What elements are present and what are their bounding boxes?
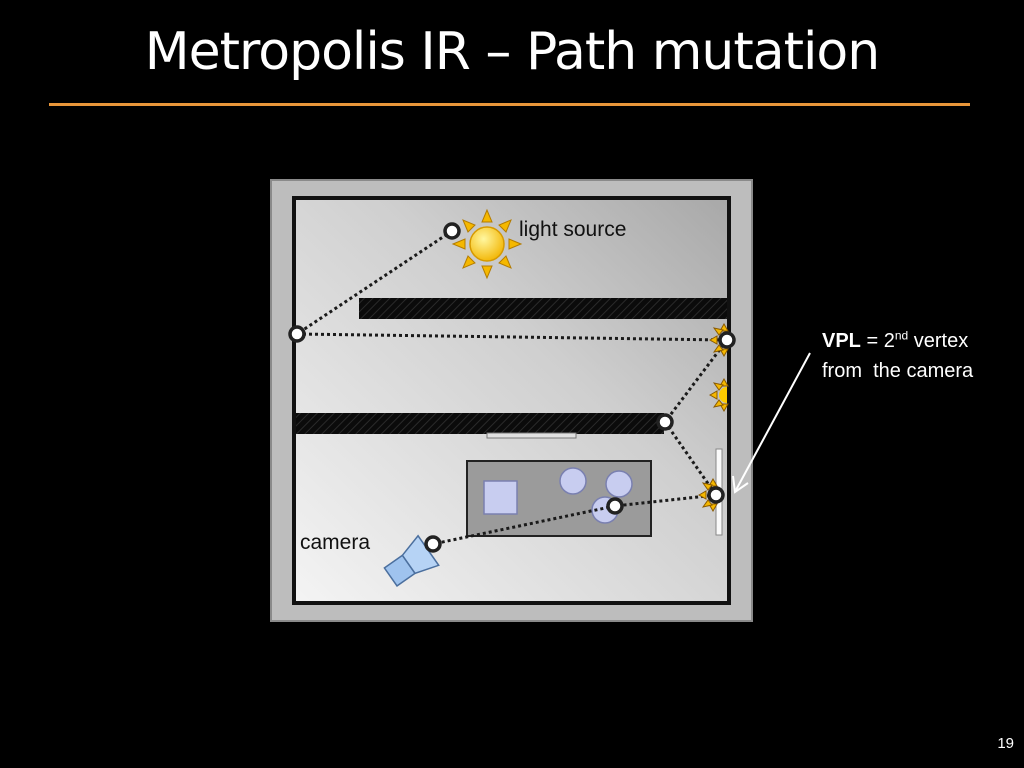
sun-icon xyxy=(451,208,523,280)
vpl-annotation: VPL = 2nd vertex from the camera xyxy=(822,326,973,386)
vpl-sun-icon-2 xyxy=(708,377,729,413)
vpl-equals: = 2 xyxy=(860,330,895,352)
vpl-vertex: vertex xyxy=(908,330,969,352)
vpl-term: VPL xyxy=(822,330,861,352)
vertex-middle-wall xyxy=(656,413,674,431)
vertex-vpl xyxy=(707,486,725,504)
upper-wall xyxy=(359,298,727,319)
cube-object xyxy=(483,480,518,515)
slide-title: Metropolis IR – Path mutation xyxy=(144,22,880,82)
vertex-camera xyxy=(424,535,442,553)
sphere-object-2 xyxy=(605,470,633,498)
vertex-sphere xyxy=(606,497,624,515)
vertex-left-wall xyxy=(288,325,306,343)
sphere-object-1 xyxy=(559,467,587,495)
vpl-arrow xyxy=(732,352,811,494)
light-source-label: light source xyxy=(519,218,626,241)
vertex-light xyxy=(443,222,461,240)
vpl-line-1: VPL = 2nd vertex xyxy=(822,326,973,356)
small-shelf xyxy=(486,432,577,439)
vpl-ordinal: nd xyxy=(894,328,909,343)
path-vertices xyxy=(288,222,736,553)
vertex-right-wall xyxy=(718,331,736,349)
camera-label: camera xyxy=(300,531,370,554)
title-underline xyxy=(49,103,970,106)
camera-icon xyxy=(383,534,440,587)
light-path xyxy=(296,229,729,546)
vpl-line-2: from the camera xyxy=(822,360,974,382)
page-number: 19 xyxy=(997,735,1014,752)
middle-wall xyxy=(296,413,664,434)
